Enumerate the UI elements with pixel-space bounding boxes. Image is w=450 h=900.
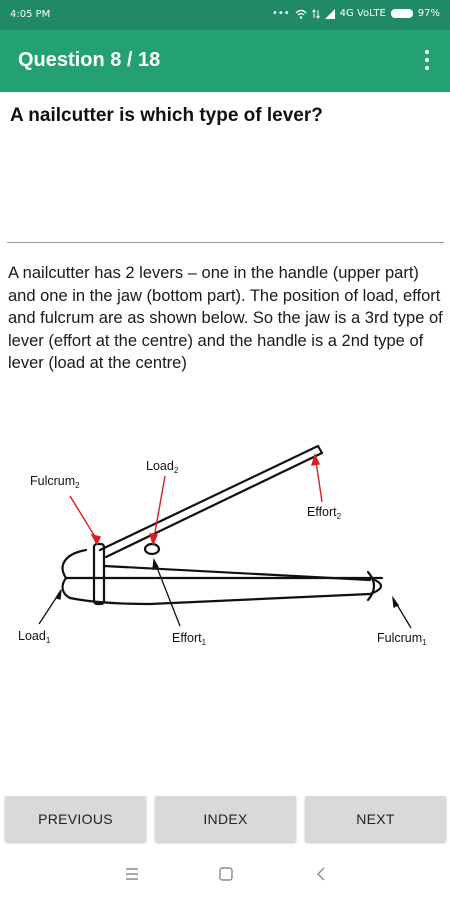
status-bar: 4:05 PM ••• 4G VoLTE 97% [0,0,450,30]
dots-icon: ••• [271,8,290,19]
status-indicators: ••• 4G VoLTE 97% [272,8,440,19]
upper-lever-arm [98,444,324,559]
jaw-mouth [61,576,72,600]
home-icon[interactable] [216,864,236,884]
index-button[interactable]: INDEX [155,796,296,842]
page-title: Question 8 / 18 [18,49,161,71]
explanation-text: A nailcutter has 2 levers – one in the h… [8,264,443,372]
network-label: 4G VoLTE [339,8,386,19]
battery-icon [390,9,413,18]
nailcutter-drawing [61,444,384,606]
jaw-lower-edge [68,592,372,606]
system-nav-bar [0,848,450,900]
app-bar: Question 8 / 18 [0,30,450,92]
load2-cam [143,542,161,556]
fulcrum2-label: Fulcrum2 [30,474,80,490]
status-time: 4:05 PM [10,9,51,20]
wifi-icon [295,9,307,19]
back-icon[interactable] [311,864,331,884]
load2-label: Load2 [146,459,179,475]
effort1-label: Effort1 [172,631,207,647]
fulcrum1-pin [366,570,376,602]
question-text: A nailcutter is which type of lever? [10,105,323,126]
pivot-rod [102,564,372,582]
fulcrum2-pin [92,542,106,606]
effort2-label: Effort2 [307,505,342,521]
divider [7,242,444,243]
previous-button[interactable]: PREVIOUS [5,796,146,842]
load1-label: Load1 [18,629,51,645]
signal-icon [324,8,335,19]
data-arrows-icon [311,8,320,19]
nailcutter-diagram: Fulcrum2 Load2 Effort2 Load1 Effort1 Ful… [18,444,427,647]
jaw-tip-back [368,576,383,596]
next-button[interactable]: NEXT [305,796,446,842]
red-arrows [69,452,323,547]
fulcrum1-label: Fulcrum1 [377,631,427,647]
overflow-menu-icon[interactable] [424,50,430,70]
menu-icon[interactable] [122,864,142,884]
black-arrows [38,557,412,629]
battery-level: 97% [417,8,440,19]
navigation-buttons: PREVIOUS INDEX NEXT [0,796,450,842]
